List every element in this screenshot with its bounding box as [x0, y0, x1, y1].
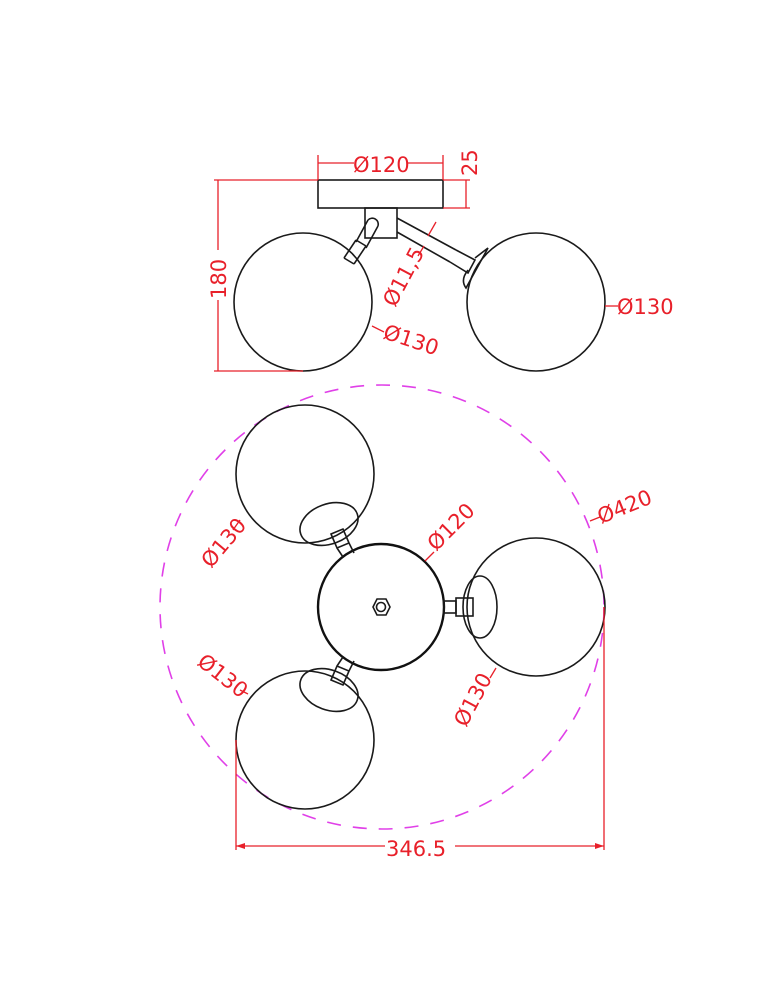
right-globe-socket: [455, 597, 474, 617]
label-right-globe: Ø130: [449, 669, 497, 730]
side-left-globe: [233, 232, 373, 372]
label-side-overall-height: 180: [207, 259, 231, 299]
dim-top-canopy-diameter: Ø120: [423, 499, 480, 562]
label-top-left-globe: Ø130: [196, 513, 251, 572]
side-right-globe: [466, 232, 606, 372]
center-nut-hole: [375, 601, 387, 613]
dim-side-left-globe: Ø130: [371, 320, 442, 360]
center-nut-icon: [372, 598, 391, 616]
dim-right-globe: Ø130: [449, 667, 497, 730]
side-right-arm: [396, 217, 489, 290]
label-top-canopy-diameter: Ø120: [423, 499, 480, 556]
label-span-circle-diameter: Ø420: [594, 485, 655, 528]
bottom-left-globe-socket: [329, 656, 355, 687]
dim-side-canopy-diameter: Ø120: [317, 153, 444, 180]
top-left-globe-assembly: [235, 404, 375, 558]
dim-bottom-left-globe: Ø130: [193, 649, 252, 703]
top-canopy: [316, 542, 446, 672]
top-view: Ø120 Ø420 Ø130 Ø130 Ø130: [159, 384, 655, 861]
dim-side-right-globe: Ø130: [605, 295, 674, 319]
bottom-left-globe: [235, 670, 375, 810]
top-left-globe: [235, 404, 375, 544]
label-side-arm-diameter: Ø11,5: [378, 243, 429, 310]
dim-overall-width: 346.5: [235, 607, 605, 861]
dim-side-canopy-height: 25: [443, 149, 482, 209]
dim-side-overall-height: 180: [207, 179, 318, 372]
bottom-left-globe-assembly: [235, 656, 375, 810]
right-globe-collar: [462, 575, 498, 639]
top-left-globe-socket: [329, 527, 355, 558]
label-side-left-globe: Ø130: [380, 320, 441, 360]
dim-top-left-globe: Ø130: [196, 513, 251, 572]
side-view: Ø120 25 180 Ø11,5 Ø130: [207, 149, 674, 372]
side-canopy: [317, 179, 444, 209]
label-side-right-globe: Ø130: [617, 295, 674, 319]
right-globe-stem: [443, 600, 457, 614]
side-stem: [364, 207, 398, 239]
side-left-arm: [343, 217, 380, 265]
label-side-canopy-height: 25: [458, 149, 482, 176]
right-globe: [466, 537, 606, 677]
span-reference-circle: [159, 384, 605, 830]
bottom-left-globe-collar: [299, 667, 359, 713]
label-bottom-left-globe: Ø130: [193, 649, 252, 703]
top-left-globe-collar: [299, 501, 359, 547]
dim-span-circle-diameter: Ø420: [589, 485, 655, 529]
label-side-canopy-diameter: Ø120: [353, 153, 410, 177]
right-globe-assembly: [443, 537, 606, 677]
label-overall-width: 346.5: [386, 837, 446, 861]
